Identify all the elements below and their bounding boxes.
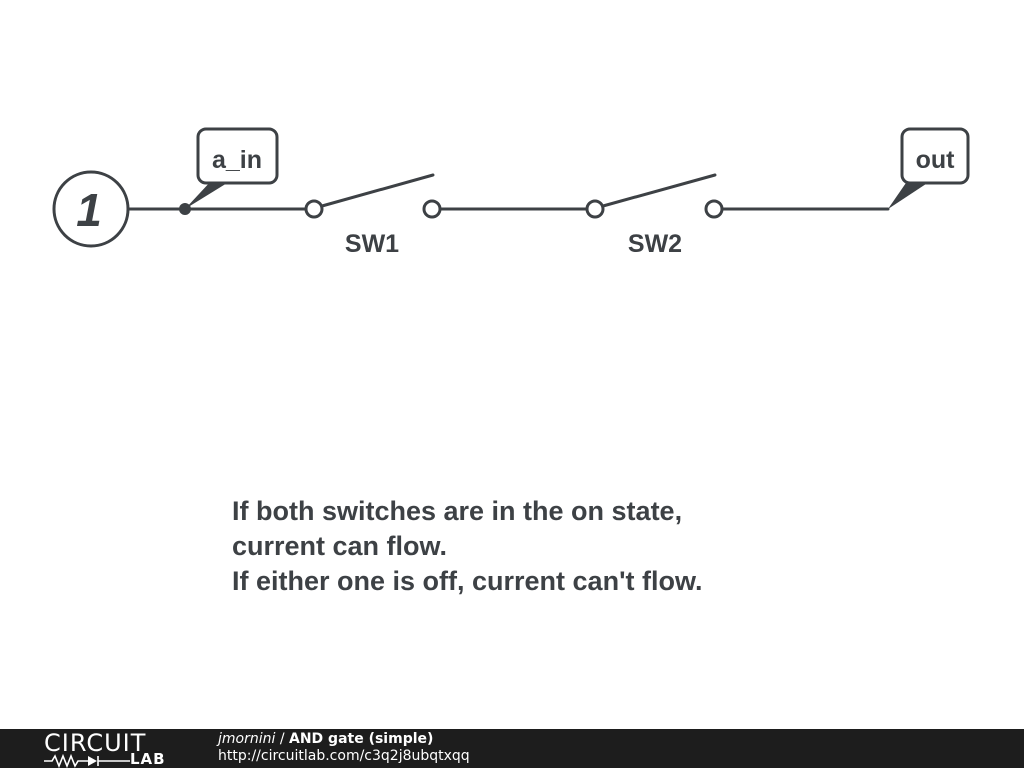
net-label-a-in[interactable]: a_in [185,127,279,209]
circuit-info: jmornini / AND gate (simple) http://circ… [218,731,470,765]
logo-circuit-symbol-icon [44,754,130,768]
out-pointer [888,180,932,209]
sw2-lever [601,173,717,208]
circuit-schematic: 1 SW1 SW2 a_in out [52,127,970,258]
sw2-label: SW2 [628,230,682,258]
sw1-terminal-left [304,199,324,219]
circuit-url[interactable]: http://circuitlab.com/c3q2j8ubqtxqq [218,748,470,764]
author-link[interactable]: jmornini [218,731,276,747]
note-line: current can flow. [232,531,448,561]
sw1-terminal-right [422,199,442,219]
circuitlab-logo[interactable]: CIRCUIT LAB [44,729,184,768]
title-separator: / [275,731,289,747]
author-title-line: jmornini / AND gate (simple) [218,731,470,748]
sw2-terminal-right [704,199,724,219]
switch-sw1[interactable]: SW1 [304,173,442,258]
circuit-title: AND gate (simple) [289,731,434,747]
a-in-box [196,127,279,185]
source-label: 1 [76,184,102,236]
sw1-lever [320,173,435,208]
sw1-label: SW1 [345,230,399,258]
source-node[interactable]: 1 [52,170,130,248]
footer-bar: CIRCUIT LAB jmornini / AND gate (simple)… [0,729,1024,768]
note-line: If both switches are in the on state, [232,496,683,526]
out-box [900,127,970,185]
note-line: If either one is off, current can't flow… [232,566,703,596]
out-text: out [916,146,956,174]
logo-circuit-text: CIRCUIT [44,729,147,757]
sw2-terminal-left [585,199,605,219]
a-in-pointer [185,180,232,209]
a-in-text: a_in [212,146,262,174]
switch-sw2[interactable]: SW2 [585,173,724,258]
logo-lab-text: LAB [130,750,166,768]
net-label-out[interactable]: out [888,127,970,209]
explanation-note: If both switches are in the on state, cu… [232,494,832,599]
